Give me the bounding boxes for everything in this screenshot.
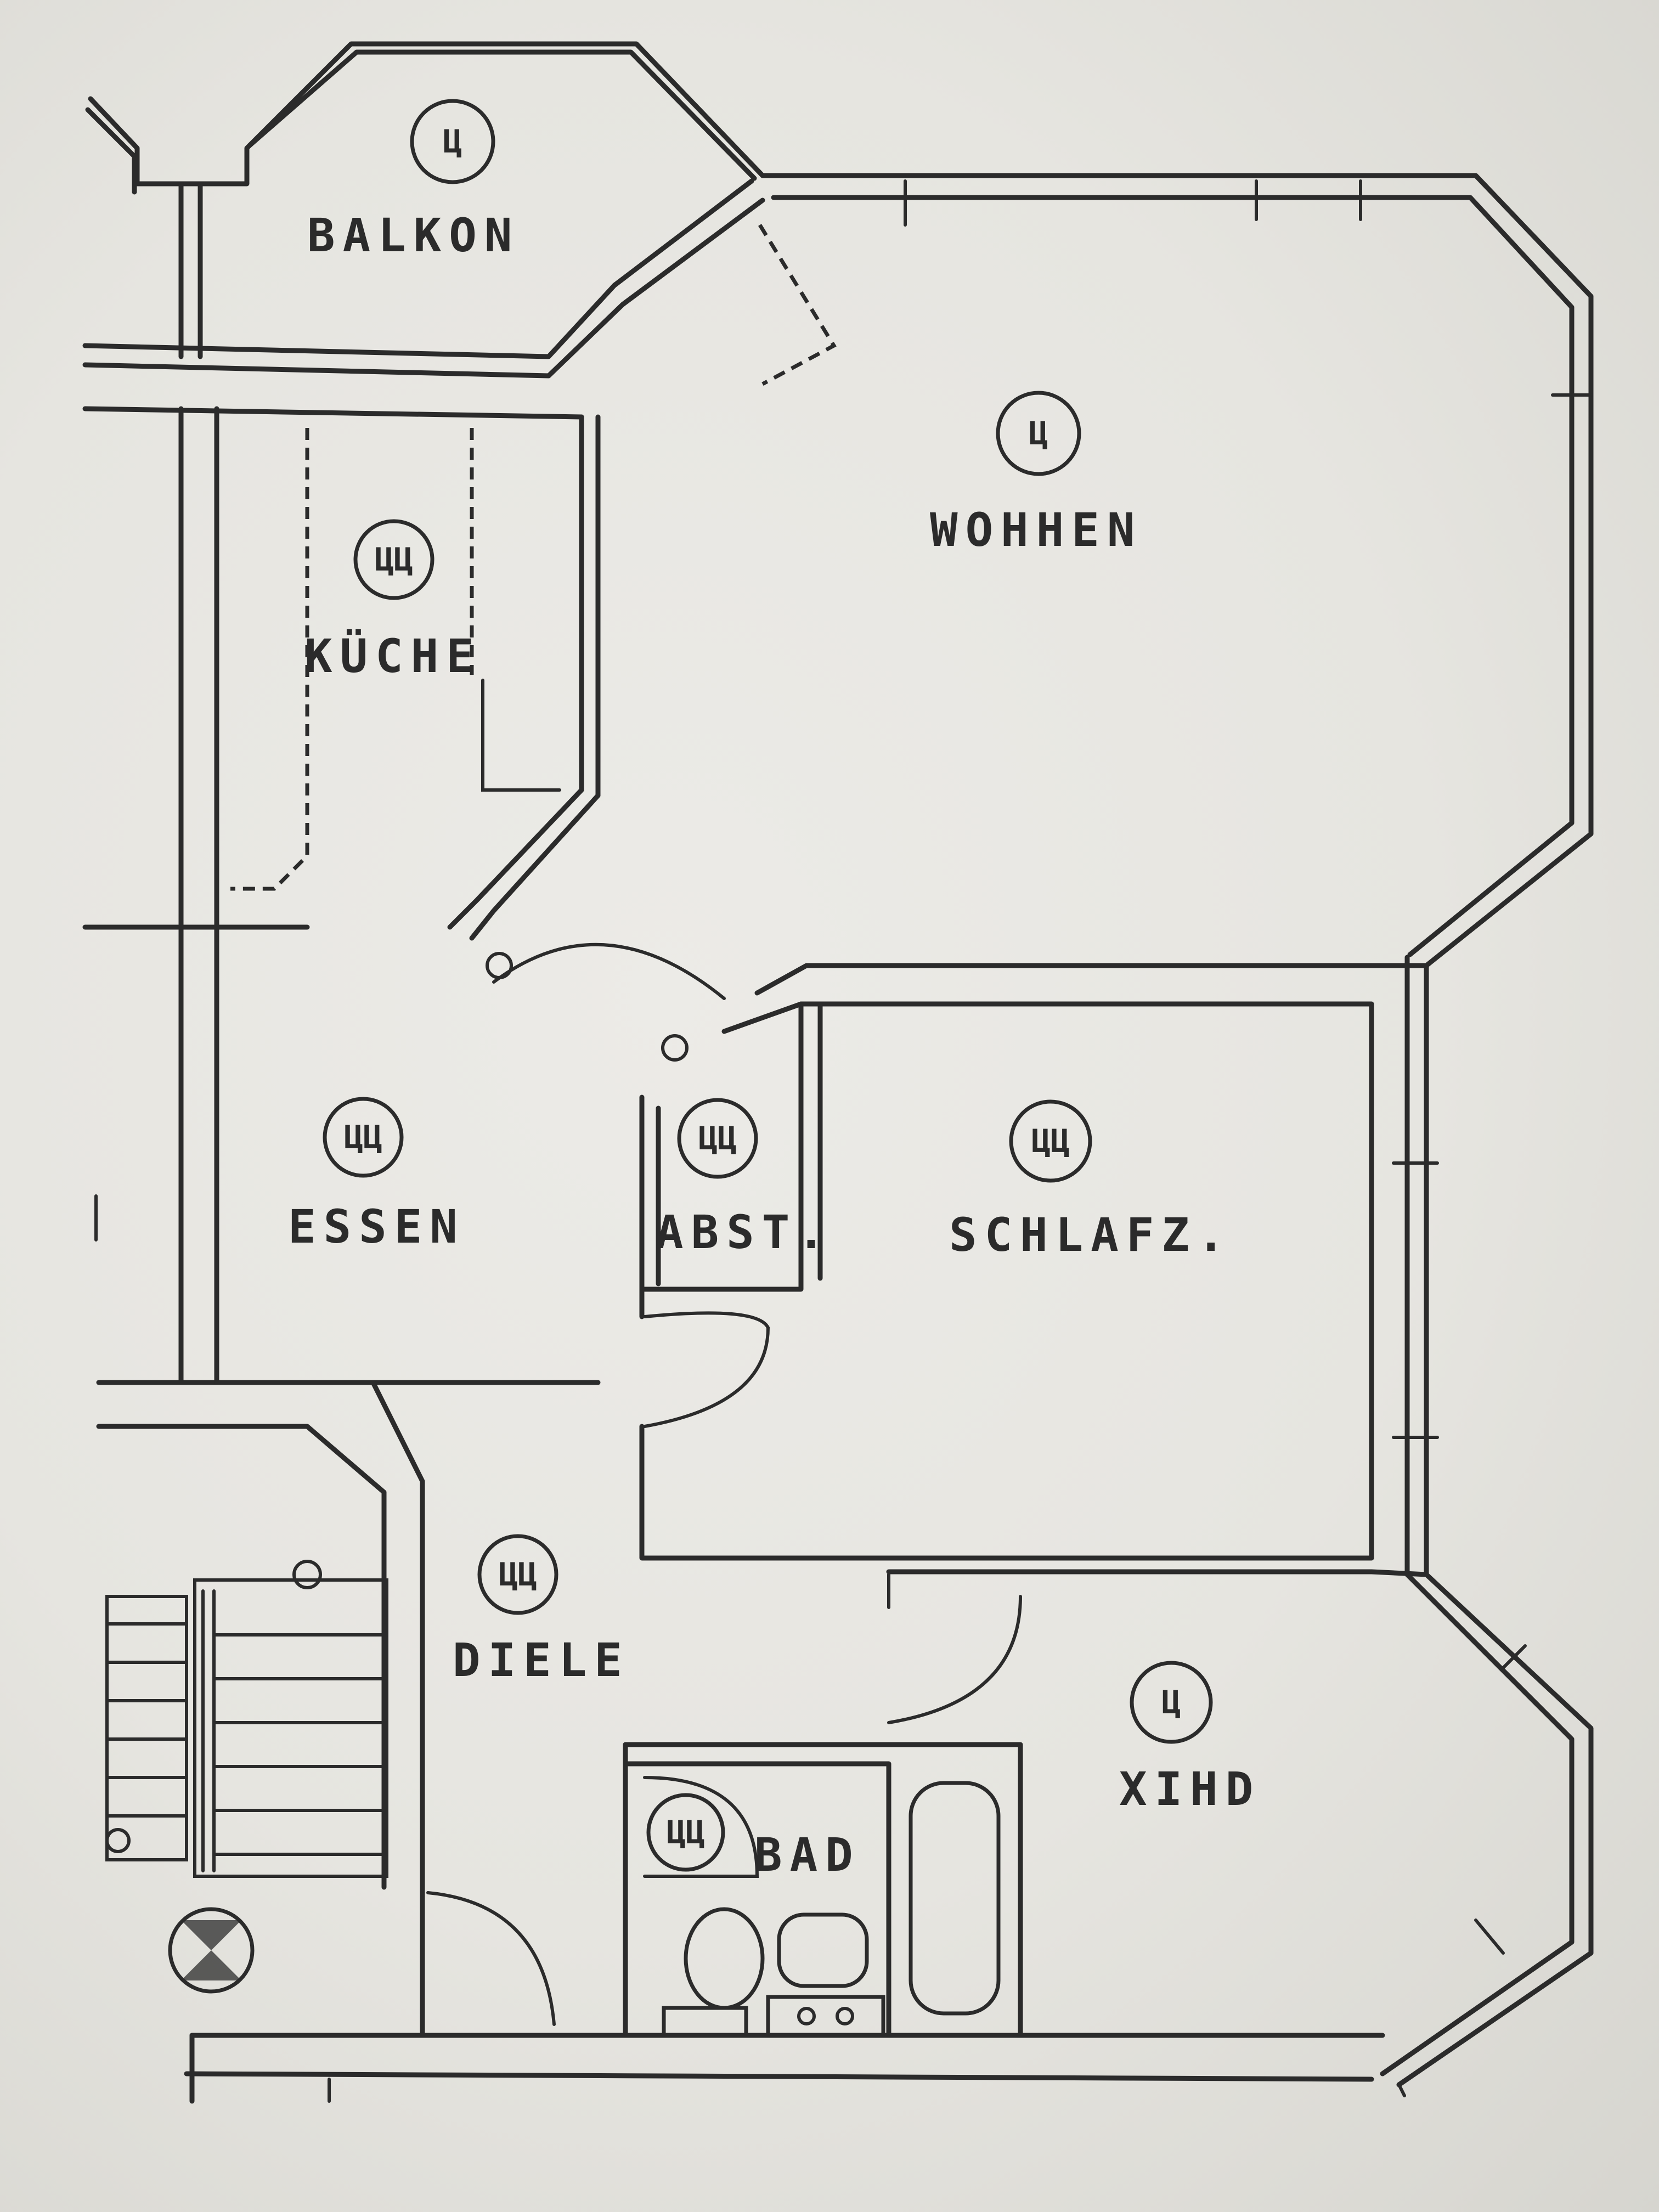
floor-mark-wohnen: Ц [996, 391, 1081, 476]
floor-mark-bad: ЦЦ [646, 1793, 725, 1872]
floor-mark-essen: ЦЦ [323, 1097, 404, 1178]
child-room-walls [886, 1569, 1594, 2087]
balcony-walls [85, 41, 765, 359]
room-label-essen: ESSEN [288, 1200, 465, 1254]
living-room-walls [760, 173, 1594, 968]
fan-symbol [168, 1907, 255, 1994]
room-label-diele: DIELE [453, 1633, 630, 1687]
floor-mark-schlafz: ЦЦ [1009, 1099, 1092, 1183]
bedroom-walls [639, 955, 1439, 1577]
svg-text:ЦЦ: ЦЦ [499, 1556, 537, 1593]
room-label-schlafz: SCHLAFZ. [949, 1208, 1233, 1262]
room-label-balkon: BALKON [307, 208, 520, 262]
svg-text:Ц: Ц [443, 123, 462, 160]
washbasin [777, 1912, 869, 1988]
staircase [105, 1560, 556, 2026]
svg-text:ЦЦ: ЦЦ [344, 1119, 382, 1156]
left-walls [82, 924, 601, 2038]
toilet [684, 1907, 765, 2010]
bathroom-walls [623, 1742, 1023, 2038]
kitchen-walls [178, 406, 601, 1385]
room-label-bad: BAD [754, 1828, 861, 1882]
floor-mark-abst: ЦЦ [677, 1098, 758, 1179]
living-door [486, 943, 726, 1062]
svg-text:ЦЦ: ЦЦ [698, 1120, 737, 1157]
svg-text:ЦЦ: ЦЦ [375, 541, 413, 578]
bathtub [909, 1781, 1001, 2016]
bottom-walls [184, 2033, 1406, 2104]
svg-text:Ц: Ц [1029, 415, 1048, 452]
svg-text:ЦЦ: ЦЦ [1031, 1122, 1070, 1160]
room-label-kind: XIHD [1119, 1762, 1261, 1816]
room-label-wohnen: WOHHEN [930, 503, 1142, 557]
vanity [766, 1995, 885, 2038]
floor-mark-balkon: Ц [410, 99, 495, 184]
room-label-kueche: KÜCHE [304, 629, 482, 683]
svg-text:Ц: Ц [1162, 1684, 1181, 1721]
floor-mark-kueche: ЦЦ [353, 519, 435, 600]
floor-mark-diele: ЦЦ [477, 1534, 558, 1615]
upper-walls [82, 178, 837, 798]
svg-text:ЦЦ: ЦЦ [667, 1814, 705, 1851]
toilet-tank [662, 2006, 748, 2038]
floor-mark-kind: Ц [1130, 1661, 1213, 1744]
room-label-abst: ABST. [656, 1205, 833, 1259]
